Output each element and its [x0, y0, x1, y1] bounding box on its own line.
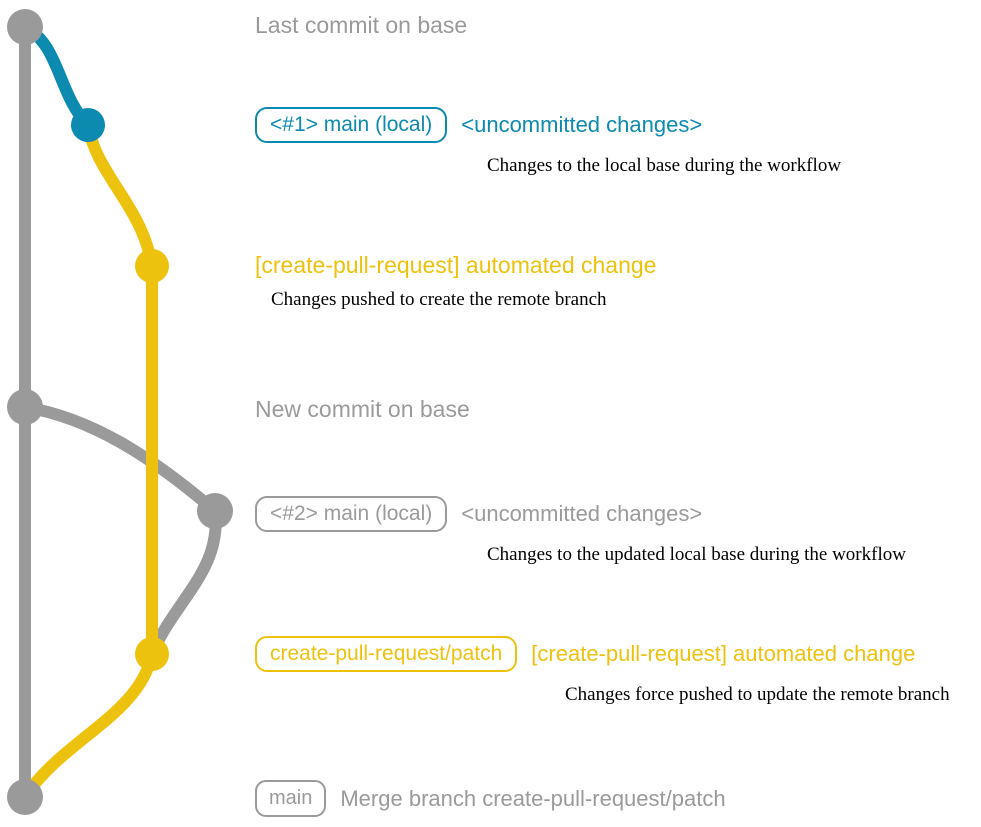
row-headline: New commit on base	[255, 396, 470, 422]
commit-node-merge-main[interactable]	[7, 779, 43, 815]
commit-node-patch-create[interactable]	[135, 249, 169, 283]
row-headline: Last commit on base	[255, 12, 468, 38]
branch-tag-main-local-2[interactable]: <#2> main (local)	[255, 496, 448, 532]
row-subline: Changes to the local base during the wor…	[487, 155, 842, 176]
branch-tag-create-pull-request-patch[interactable]: create-pull-request/patch	[255, 636, 518, 672]
row-automated-change-force: create-pull-request/patch [create-pull-r…	[255, 636, 950, 704]
commit-node-base-last[interactable]	[7, 9, 43, 45]
branch-tag-main-local-1[interactable]: <#1> main (local)	[255, 107, 448, 143]
local1-to-patchcreate-edge	[82, 119, 158, 272]
row-subline: Changes force pushed to update the remot…	[565, 684, 950, 705]
local2-to-patch-edge	[146, 505, 222, 660]
row-new-commit-on-base: New commit on base	[255, 398, 470, 421]
commit-node-local-1[interactable]	[71, 108, 105, 142]
branch-tag-main[interactable]: main	[255, 780, 327, 817]
row-subline: Changes to the updated local base during…	[487, 544, 906, 565]
row-headline: <uncommitted changes>	[461, 112, 703, 137]
row-last-commit-on-base: Last commit on base	[255, 14, 467, 37]
row-local-uncommitted-2: <#2> main (local) <uncommitted changes> …	[255, 496, 906, 564]
row-merge-branch: main Merge branch create-pull-request/pa…	[255, 780, 726, 817]
row-headline: Merge branch create-pull-request/patch	[340, 785, 726, 811]
commit-node-base-new[interactable]	[7, 389, 43, 425]
base-to-local2-edge	[19, 401, 221, 517]
row-headline: [create-pull-request] automated change	[531, 641, 916, 666]
row-headline: [create-pull-request] automated change	[255, 252, 657, 278]
row-local-uncommitted-1: <#1> main (local) <uncommitted changes> …	[255, 107, 841, 175]
patchforce-to-merge-edge	[19, 648, 158, 803]
row-automated-change-create: [create-pull-request] automated change C…	[255, 252, 657, 310]
commit-node-patch-force[interactable]	[135, 637, 169, 671]
commit-node-local-2[interactable]	[197, 493, 233, 529]
row-subline: Changes pushed to create the remote bran…	[271, 289, 607, 310]
row-headline: <uncommitted changes>	[461, 501, 703, 526]
